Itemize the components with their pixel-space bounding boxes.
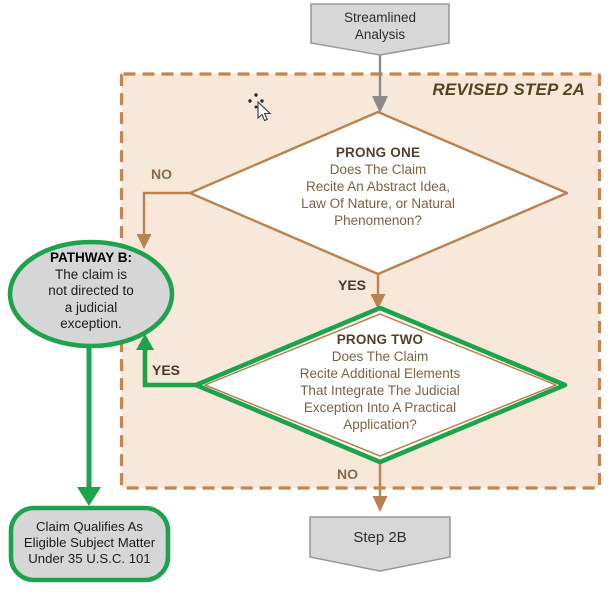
prong-two-label: PRONG TWO Does The Claim Recite Addition… (235, 331, 525, 433)
prong-two-diamond (193, 305, 568, 465)
yes-arrow-prong-one (370, 274, 386, 309)
streamlined-to-prong-one-arrow (372, 55, 388, 113)
yes-arrow-prong-two (136, 334, 196, 388)
prong-two-yes-label: YES (152, 362, 181, 378)
step-2b-label: Step 2B (353, 529, 407, 546)
claim-qualifies-node (8, 505, 171, 583)
prong-one-diamond (188, 110, 569, 276)
claim-qualifies-label: Claim Qualifies As Eligible Subject Matt… (23, 519, 156, 566)
prong-one-yes-label: YES (338, 277, 367, 293)
step-2b-node (309, 516, 451, 572)
prong-one-no-label: NO (151, 166, 172, 182)
prong-two-no-label: NO (337, 466, 358, 482)
no-arrow-prong-two (372, 462, 388, 512)
region-title-line2: STEP 2A (513, 80, 585, 99)
pathway-b-label: PATHWAY B: The claim is not directed to … (16, 250, 166, 333)
streamlined-analysis-label: Streamlined Analysis (343, 10, 417, 42)
prong-two-title: PRONG TWO (336, 332, 424, 347)
pathway-b-to-claim-arrow (77, 346, 101, 506)
move-cursor-icon (248, 93, 272, 122)
prong-one-label: PRONG ONE Does The Claim Recite An Abstr… (243, 144, 513, 229)
prong-one-title: PRONG ONE (335, 145, 421, 160)
region-title-line1: REVISED (432, 80, 509, 99)
streamlined-analysis-node (310, 3, 450, 56)
pathway-b-title: PATHWAY B: (49, 250, 132, 265)
region-title: REVISED STEP 2A (432, 80, 585, 100)
no-arrow-prong-one (136, 191, 190, 249)
